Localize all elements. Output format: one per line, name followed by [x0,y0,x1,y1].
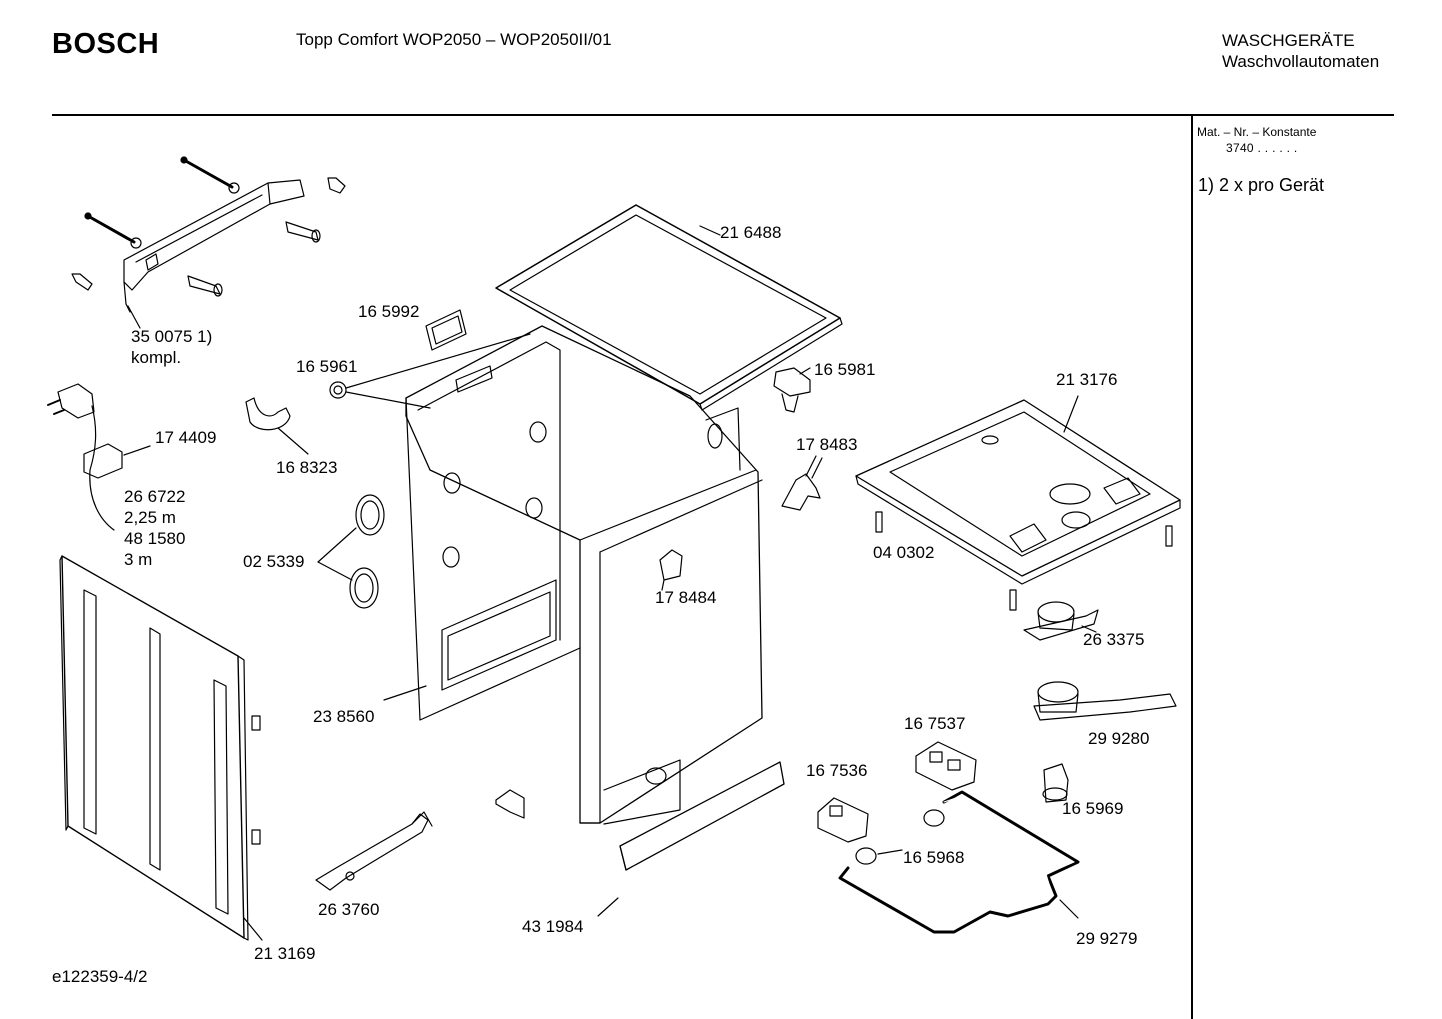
part-label-299279: 29 9279 [1076,929,1138,948]
part-label-167536: 16 7536 [806,761,868,780]
exploded-view-drawing [47,156,1181,941]
part-number: 48 1580 [124,529,186,548]
power-cord [47,383,151,531]
leader-lines [799,367,817,477]
pump-housing [1023,601,1099,641]
small-parts [245,309,823,819]
part-label-216488: 21 6488 [720,223,782,242]
part-label-238560: 23 8560 [313,707,375,726]
part-label-350075: 35 0075 1) kompl. [131,326,212,368]
part-note: 3 m [124,550,153,569]
part-label-263375: 26 3375 [1083,630,1145,649]
drawing-id: e122359-4/2 [52,967,148,986]
header-divider [52,114,1394,116]
base-frame [855,395,1181,611]
category-line-1: WASCHGERÄTE [1222,31,1355,50]
caps [855,809,945,865]
brand-logo: BOSCH [52,28,160,60]
part-label-025339: 02 5339 [243,552,305,571]
part-label-431984: 43 1984 [522,917,584,936]
part-label-165961: 16 5961 [296,357,358,376]
part-number: 35 0075 1) [131,327,213,346]
side-panel [59,555,263,941]
spanner-tool [315,811,433,891]
part-note: 2,25 m [124,508,176,527]
top-panel [495,204,843,411]
part-label-266722: 26 6722 2,25 m 48 1580 3 m [124,486,185,570]
model-title: Topp Comfort WOP2050 – WOP2050II/01 [296,30,612,49]
part-number: 26 6722 [124,487,186,506]
kick-plate [597,761,785,917]
part-label-167537: 16 7537 [904,714,966,733]
part-label-178484: 17 8484 [655,588,717,607]
cabinet [405,325,763,825]
part-label-168323: 16 8323 [276,458,338,477]
part-label-213176: 21 3176 [1056,370,1118,389]
part-label-040302: 04 0302 [873,543,935,562]
material-number-value: 3740 . . . . . . [1226,141,1298,155]
part-note: kompl. [131,348,182,367]
transport-bracket-kit [71,156,346,329]
sensor [1042,763,1069,803]
part-label-299280: 29 9280 [1088,729,1150,748]
part-label-165992: 16 5992 [358,302,420,321]
sidebar-divider [1191,114,1193,1019]
dispenser-arm [1033,681,1177,721]
part-label-263760: 26 3760 [318,900,380,919]
footnote: 1) 2 x pro Gerät [1198,175,1325,195]
part-label-165981: 16 5981 [814,360,876,379]
part-label-165968: 16 5968 [903,848,965,867]
category-line-2: Waschvollautomaten [1222,52,1380,71]
part-label-174409: 17 4409 [155,428,217,447]
wire-loop [838,790,1080,934]
category-label: WASCHGERÄTE Waschvollautomaten [1222,30,1379,72]
part-label-165969: 16 5969 [1062,799,1124,818]
part-label-178483: 17 8483 [796,435,858,454]
control-module-a [915,741,977,791]
part-label-213169: 21 3169 [254,944,316,963]
material-number-label: Mat. – Nr. – Konstante [1197,125,1317,139]
control-module-b [817,797,869,843]
